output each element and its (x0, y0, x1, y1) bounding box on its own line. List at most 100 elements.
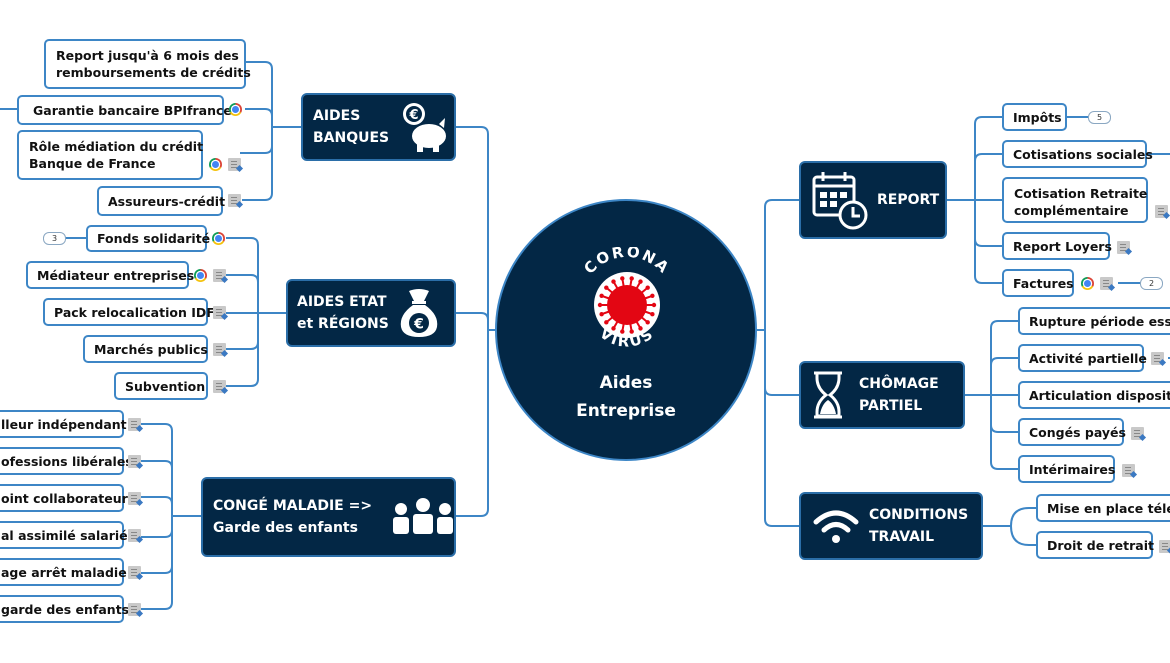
leaf-mandataire-assimile-salarie[interactable]: al assimilé salarié (0, 521, 128, 549)
note-icon[interactable] (128, 455, 141, 468)
connector-to-aides-banques (456, 126, 489, 330)
leaf-text: Factures (1013, 276, 1074, 291)
leaf-cotisations-sociales[interactable]: Cotisations sociales (1002, 140, 1153, 168)
leaf-travailleur-independant[interactable]: lleur indépendant (0, 410, 127, 438)
branch-label-line1: CHÔMAGE (859, 376, 939, 392)
count-badge[interactable]: 5 (1088, 111, 1111, 124)
note-icon[interactable] (1131, 427, 1144, 440)
branch-aides-etat[interactable]: AIDES ETAT et RÉGIONS € (286, 279, 456, 347)
note-icon[interactable] (128, 603, 141, 616)
chrome-link-icon[interactable] (194, 269, 207, 282)
leaf-report-6-mois[interactable]: Report jusqu'à 6 mois des remboursements… (44, 39, 251, 89)
count-badge[interactable]: 3 (43, 232, 66, 245)
leaf-mediateur-entreprises[interactable]: Médiateur entreprises (26, 261, 194, 289)
central-topic-title-line2: Entreprise (576, 401, 676, 421)
leaf-text-line2: complémentaire (1014, 203, 1129, 218)
leaf-text: Fonds solidarité (97, 231, 211, 246)
leaf-impots[interactable]: Impôts (1002, 103, 1067, 131)
leaf-fonds-solidarite[interactable]: Fonds solidarité (86, 225, 211, 252)
branch-label-line1: CONGÉ MALADIE => (213, 498, 373, 514)
leaf-garde-des-enfants[interactable]: garde des enfants (0, 595, 129, 623)
leaf-factures[interactable]: Factures (1002, 269, 1074, 297)
leaf-report-loyers[interactable]: Report Loyers (1002, 232, 1112, 260)
leaf-conges-payes[interactable]: Congés payés (1018, 418, 1126, 446)
leaf-text: Marchés publics (94, 342, 208, 357)
leaf-text: Rupture période essai (1029, 314, 1170, 329)
branch-chomage-partiel[interactable]: CHÔMAGE PARTIEL (799, 361, 965, 429)
count-badge[interactable]: 2 (1140, 277, 1163, 290)
note-icon[interactable] (228, 194, 241, 207)
leaf-interimaires[interactable]: Intérimaires (1018, 455, 1115, 483)
note-icon[interactable] (1151, 352, 1164, 365)
central-topic-node[interactable]: CORONA VIRUS Aides Entreprise (495, 199, 757, 461)
leaf-pack-relocalication[interactable]: Pack relocalication IDF (43, 298, 215, 326)
leaf-text: Assureurs-crédit (108, 194, 226, 209)
leaf-subvention[interactable]: Subvention (114, 372, 208, 400)
branch-label-line1: AIDES (313, 108, 361, 124)
branch-conge-maladie[interactable]: CONGÉ MALADIE => Garde des enfants (201, 477, 456, 557)
note-icon[interactable] (228, 158, 241, 171)
chrome-link-icon[interactable] (229, 103, 242, 116)
note-icon[interactable] (213, 343, 226, 356)
leaf-cotisation-retraite[interactable]: Cotisation Retraite complémentaire (1002, 177, 1148, 223)
wifi-icon (813, 510, 859, 543)
branch-conditions-travail[interactable]: CONDITIONS TRAVAIL (799, 492, 983, 560)
leaf-text: Congés payés (1029, 425, 1126, 440)
leaf-articulation-dispositifs[interactable]: Articulation dispositifs (1018, 381, 1170, 409)
leaf-text: Garantie bancaire BPIfrance (33, 103, 232, 118)
leaf-text: Mise en place télétr (1047, 501, 1170, 516)
note-icon[interactable] (128, 418, 141, 431)
leaf-text-line2: remboursements de crédits (56, 65, 251, 80)
leaf-activite-partielle[interactable]: Activité partielle (1018, 344, 1147, 372)
note-icon[interactable] (213, 269, 226, 282)
connector-to-chomage (764, 330, 799, 396)
leaf-text: Médiateur entreprises (37, 268, 195, 283)
leaf-text: oint collaborateur (1, 491, 128, 506)
note-icon[interactable] (1122, 464, 1135, 477)
leaf-marches-publics[interactable]: Marchés publics (83, 335, 208, 363)
svg-text:€: € (413, 317, 424, 333)
note-icon[interactable] (128, 566, 141, 579)
leaf-rupture-periode-essai[interactable]: Rupture période essai (1018, 307, 1170, 335)
leaf-text: Cotisations sociales (1013, 147, 1153, 162)
branch-aides-banques[interactable]: AIDES BANQUES € (301, 93, 456, 161)
branch-label-line1: AIDES ETAT (297, 294, 387, 310)
note-icon[interactable] (213, 380, 226, 393)
branch-label-line2: et RÉGIONS (297, 316, 389, 332)
svg-text:€: € (409, 108, 419, 123)
leaf-text: Articulation dispositifs (1029, 388, 1170, 403)
branch-report[interactable]: REPORT (799, 161, 947, 239)
note-icon[interactable] (128, 529, 141, 542)
leaf-declaration-arret-maladie[interactable]: age arrêt maladie (0, 558, 127, 586)
leaf-role-mediation[interactable]: Rôle médiation du crédit Banque de Franc… (17, 130, 203, 180)
leaf-droit-de-retrait[interactable]: Droit de retrait (1036, 531, 1154, 559)
connector-to-conditions (764, 330, 799, 527)
note-icon[interactable] (1155, 205, 1168, 218)
connector-to-conge-maladie (456, 330, 489, 517)
leaf-text: age arrêt maladie (1, 565, 127, 580)
note-icon[interactable] (1100, 277, 1113, 290)
connector-to-aides-etat (456, 312, 489, 330)
leaf-conjoint-collaborateur[interactable]: oint collaborateur (0, 484, 128, 512)
branch-label-line2: TRAVAIL (869, 529, 935, 545)
leaf-mise-en-place-teletravail[interactable]: Mise en place télétr (1036, 494, 1170, 522)
leaf-text: Subvention (125, 379, 206, 394)
branch-label: REPORT (877, 192, 940, 208)
leaf-assureurs-credit[interactable]: Assureurs-crédit (97, 186, 226, 216)
leaf-text: Intérimaires (1029, 462, 1116, 477)
connector-to-report (764, 199, 799, 330)
leaf-text-line1: Rôle médiation du crédit (29, 139, 204, 154)
branch-label-line1: CONDITIONS (869, 507, 969, 523)
note-icon[interactable] (1117, 241, 1130, 254)
leaf-garantie-bpifrance[interactable]: Garantie bancaire BPIfrance (17, 95, 232, 125)
chrome-link-icon[interactable] (1081, 277, 1094, 290)
note-icon[interactable] (128, 492, 141, 505)
money-bag-euro-icon: € (400, 289, 438, 337)
note-icon[interactable] (1159, 540, 1170, 553)
chrome-link-icon[interactable] (212, 232, 225, 245)
leaf-professions-liberales[interactable]: ofessions libérales (0, 447, 133, 475)
chrome-link-icon[interactable] (209, 158, 222, 171)
branch-label-line2: Garde des enfants (213, 520, 358, 536)
note-icon[interactable] (213, 306, 226, 319)
leaf-text-line1: Report jusqu'à 6 mois des (56, 48, 239, 63)
